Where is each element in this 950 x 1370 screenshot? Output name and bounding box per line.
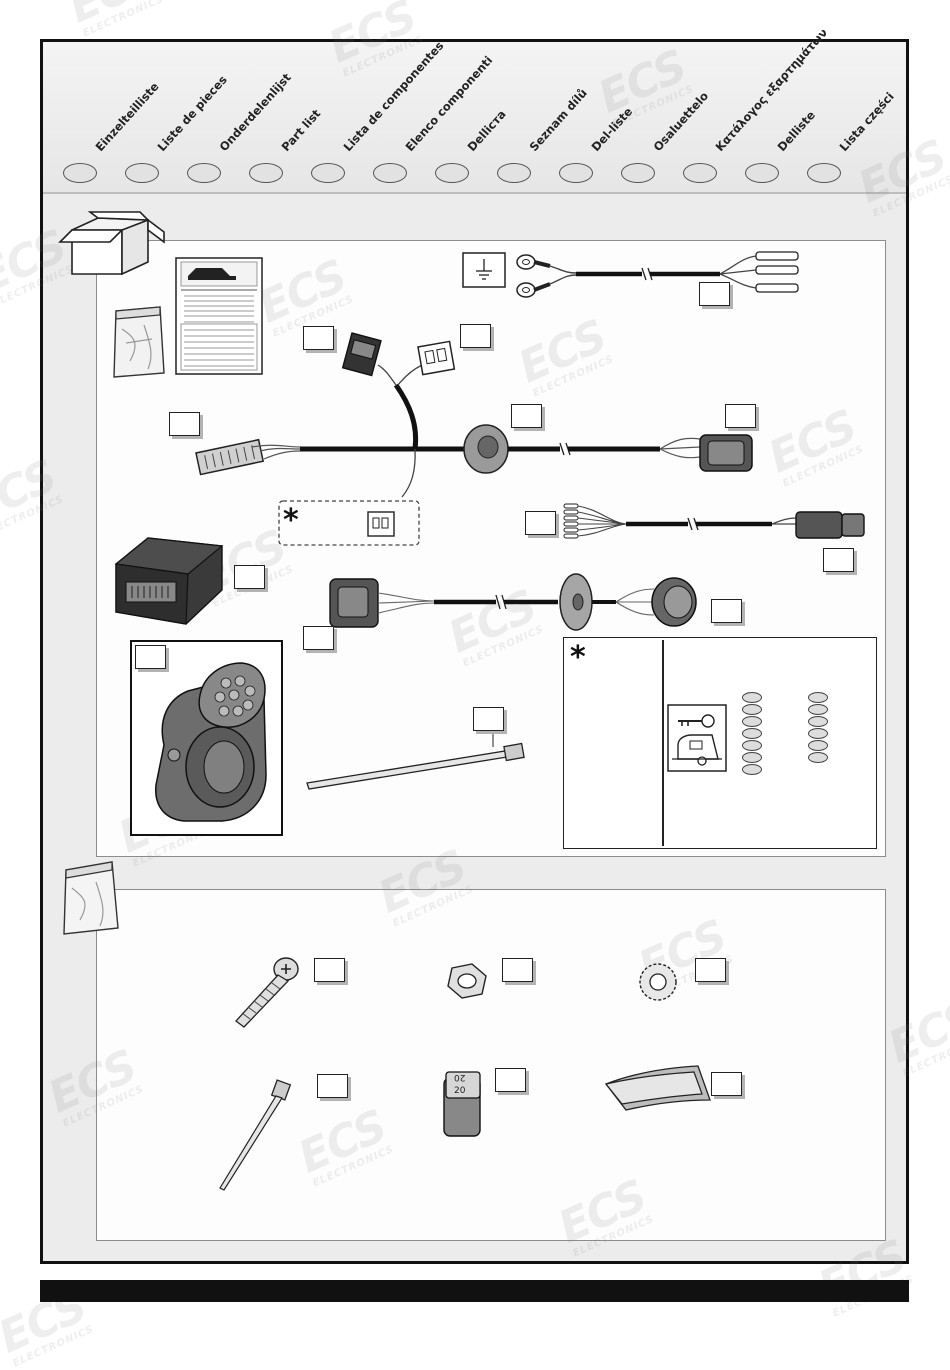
extension-cable	[563, 503, 865, 539]
washer	[639, 963, 677, 1001]
bag-icon	[113, 306, 165, 378]
part-number-box	[711, 1072, 742, 1096]
part-number-box	[711, 599, 742, 623]
language-select-oval[interactable]	[125, 163, 159, 183]
cable-tie	[306, 731, 525, 790]
watermark-sub: ELECTRONICS	[81, 0, 166, 40]
key-caravan-symbol	[667, 704, 727, 772]
language-select-oval[interactable]	[621, 163, 655, 183]
language-select-oval[interactable]	[187, 163, 221, 183]
pin-oval	[742, 728, 762, 739]
screw	[235, 957, 299, 1028]
language-select-oval[interactable]	[311, 163, 345, 183]
trailer-socket	[155, 662, 267, 822]
control-module	[114, 537, 224, 625]
nut	[447, 963, 487, 999]
part-number-box	[511, 404, 542, 428]
legend-optional-marker: *	[570, 640, 586, 675]
caravan-icon	[672, 734, 722, 766]
part-number-box	[525, 511, 556, 535]
part-number-box	[823, 548, 854, 572]
socket-cable	[329, 573, 697, 631]
watermark-sub: ELECTRONICS	[11, 1323, 96, 1370]
small-cable-tie	[219, 1079, 292, 1191]
language-select-oval[interactable]	[497, 163, 531, 183]
main-wiring-harness	[195, 332, 753, 498]
part-number-box	[234, 565, 265, 589]
fuse: 20 20	[442, 1070, 484, 1138]
ground-symbol-icon	[462, 252, 506, 288]
pin-oval	[808, 752, 828, 763]
part-number-box	[314, 958, 345, 982]
part-number-box	[303, 326, 334, 350]
pin-oval	[808, 728, 828, 739]
adhesive-pad	[604, 1065, 711, 1111]
pin-oval	[808, 692, 828, 703]
watermark-brand: ECS	[61, 0, 163, 33]
box-icon	[58, 211, 165, 276]
pin-oval	[808, 716, 828, 727]
pin-oval	[742, 752, 762, 763]
language-select-oval[interactable]	[807, 163, 841, 183]
part-number-box	[303, 626, 334, 650]
language-select-oval[interactable]	[745, 163, 779, 183]
pin-oval	[742, 692, 762, 703]
bag-icon	[63, 861, 119, 935]
language-select-oval[interactable]	[559, 163, 593, 183]
part-number-box	[169, 412, 200, 436]
part-number-box	[699, 282, 730, 306]
optional-connector-box	[278, 500, 420, 546]
language-select-oval[interactable]	[63, 163, 97, 183]
pin-oval	[742, 764, 762, 775]
ground-cable	[516, 251, 799, 298]
fuse-rating-top: 20	[454, 1072, 466, 1082]
pin-oval	[808, 740, 828, 751]
optional-marker: *	[283, 503, 299, 538]
part-number-box	[695, 958, 726, 982]
part-number-box	[473, 707, 504, 731]
part-number-box	[460, 324, 491, 348]
pin-oval	[808, 704, 828, 715]
part-number-box	[317, 1074, 348, 1098]
part-number-box	[502, 958, 533, 982]
language-select-oval[interactable]	[435, 163, 469, 183]
part-number-box	[725, 404, 756, 428]
part-number-box	[135, 645, 166, 669]
legend-divider	[662, 640, 664, 846]
pin-oval	[742, 740, 762, 751]
pin-oval	[742, 716, 762, 727]
fuse-rating-bottom: 20	[454, 1086, 466, 1096]
key-icon	[678, 714, 715, 728]
pin-oval	[742, 704, 762, 715]
footer-bar	[40, 1280, 909, 1302]
language-select-oval[interactable]	[683, 163, 717, 183]
instruction-sheet-icon	[175, 257, 263, 375]
language-select-oval[interactable]	[249, 163, 283, 183]
part-number-box	[495, 1068, 526, 1092]
small-parts-panel	[96, 889, 886, 1241]
language-select-oval[interactable]	[373, 163, 407, 183]
